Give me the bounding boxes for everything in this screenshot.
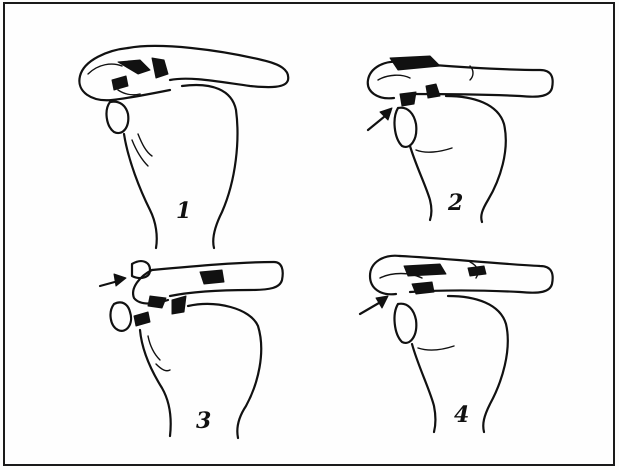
ligament-mark	[400, 92, 416, 106]
panel-3-label: 3	[196, 408, 211, 434]
coracoid	[395, 108, 417, 147]
bone-detail	[132, 140, 148, 166]
acromion-inner	[88, 64, 122, 74]
arrow-head	[114, 274, 126, 286]
joint-line	[118, 90, 140, 95]
ligament-mark	[152, 58, 168, 78]
acromion	[368, 62, 400, 99]
ligament-mark	[468, 266, 486, 276]
ligament-mark	[118, 60, 150, 74]
arrow-head	[376, 296, 388, 308]
coracoid	[111, 302, 132, 330]
bone-body-left	[410, 146, 432, 220]
coracoid	[395, 304, 417, 343]
bone-detail	[138, 134, 152, 156]
coracoid	[107, 102, 129, 133]
ligament-mark	[112, 76, 128, 90]
acromion	[370, 256, 400, 295]
ligament-mark	[404, 264, 446, 276]
ligament-mark	[200, 270, 224, 284]
bone-detail	[416, 148, 452, 152]
bone-fragment	[132, 261, 150, 278]
ligament-mark	[390, 56, 440, 70]
bone-body-left	[124, 134, 157, 248]
acromion-inner	[378, 75, 410, 80]
bone-detail	[148, 336, 160, 360]
bone-detail	[156, 364, 170, 371]
panel-2: 2	[368, 56, 553, 222]
bone-body-left	[412, 344, 436, 432]
ligament-mark	[412, 282, 434, 294]
panel-4: 4	[360, 256, 553, 432]
panel-2-label: 2	[447, 190, 463, 216]
bone-detail	[418, 346, 454, 350]
ligament-mark	[148, 296, 166, 308]
bone-body-left	[140, 330, 171, 436]
panel-1-label: 1	[176, 198, 191, 224]
clavicle	[128, 46, 288, 87]
panel-1: 1	[79, 46, 288, 248]
panel-3: 3	[100, 261, 283, 438]
ligament-mark	[172, 296, 186, 314]
ligament-mark	[134, 312, 150, 326]
panel-4-label: 4	[454, 402, 469, 428]
ligament-mark	[426, 84, 440, 98]
